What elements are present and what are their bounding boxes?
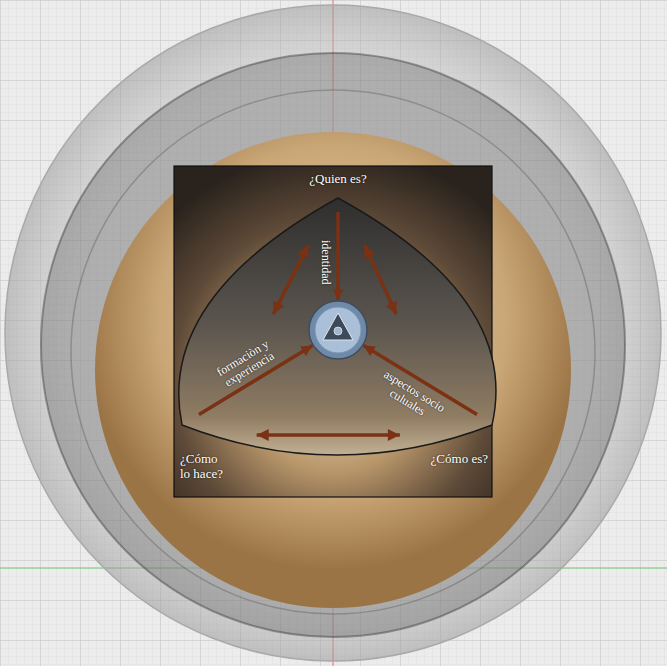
- question-node: ¿Cómo lo hace?: [180, 452, 226, 482]
- question-text: ¿Cómo es?: [431, 452, 488, 467]
- question-node: ¿Cómo es?: [431, 452, 488, 467]
- dark-ring: [41, 53, 625, 637]
- curved-triangle: [179, 198, 496, 455]
- inner-ring: [71, 90, 595, 614]
- mini-triangle-icon: [323, 313, 353, 340]
- question-text: ¿Cómo lo hace?: [180, 452, 226, 482]
- double-arrow: [257, 433, 400, 437]
- double-arrow: [273, 245, 308, 314]
- question-node: ¿Quien es?: [309, 172, 366, 187]
- mini-triangle-icon: [334, 327, 342, 335]
- center-disc: [315, 307, 361, 353]
- spoke-label: identidad: [319, 240, 332, 285]
- spoke-arrow: [336, 212, 340, 300]
- center-disc: [309, 301, 367, 359]
- tan-sphere: [95, 132, 571, 608]
- question-text: ¿Quien es?: [309, 172, 366, 187]
- double-arrow: [365, 245, 397, 314]
- glass-sphere: [5, 5, 661, 661]
